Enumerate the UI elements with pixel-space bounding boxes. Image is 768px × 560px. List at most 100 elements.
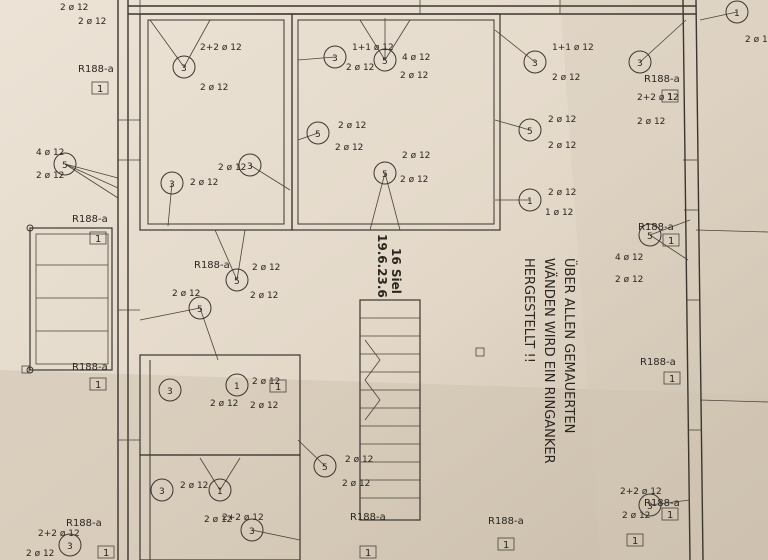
rebar-label: 1+1 ø 12 [352, 43, 394, 53]
rebar-label: 2 ø 12 [78, 17, 106, 27]
rebar-label: 2 ø 12 [338, 121, 366, 131]
label-box [91, 81, 109, 95]
rebar-label: 2+2 ø 12 [200, 43, 242, 53]
rebar-label: 2 ø 12 [402, 151, 430, 161]
rebar-label: 2 ø 12 [552, 73, 580, 83]
label-box [269, 379, 287, 393]
stamp-line-2: 19.6.23.6 [375, 234, 389, 298]
circle-number: 3 [247, 162, 253, 172]
rebar-label: 2 ø 12 [180, 481, 208, 491]
label-box [89, 231, 107, 245]
circle-number: 5 [382, 57, 388, 67]
detail-ref: R188-a [644, 498, 680, 509]
circle-number: 1 [234, 382, 240, 392]
rebar-label: 2 ø 12 [210, 399, 238, 409]
note-line-2: WÄNDEN WIRD EIN RINGANKER [541, 258, 557, 464]
label-box [497, 537, 515, 551]
rebar-label: 2 ø 12 [190, 178, 218, 188]
circle-number: 5 [527, 127, 533, 137]
circle-number: 3 [159, 487, 165, 497]
annotation-circle [240, 518, 264, 542]
annotation-circle [638, 493, 662, 517]
rebar-label: 2 ø 12 [622, 511, 650, 521]
staircase [359, 299, 421, 521]
box-number: 1 [95, 380, 101, 391]
rebar-label: 1 ø 12 [545, 208, 573, 218]
rebar-label: 2+2 ø 12 [222, 513, 264, 523]
detail-ref: R188-a [72, 362, 108, 373]
detail-ref: R188-a [640, 357, 676, 368]
rebar-label: 2 ø 12 [548, 115, 576, 125]
rebar-label: 2 ø 12 [342, 479, 370, 489]
circle-number: 1 [734, 9, 740, 19]
annotation-circles: 3 5 3 3 3 1 5 5 5 3 3 1 5 5 5 5 3 1 5 [53, 0, 749, 557]
circle-number: 3 [181, 64, 187, 74]
rebar-labels: 2 ø 12 2 ø 12 2+2 ø 12 2 ø 12 4 ø 12 2 ø… [26, 3, 768, 559]
circle-number: 3 [169, 180, 175, 190]
ring-beam-note: ÜBER ALLEN GEMAUERTEN WÄNDEN WIRD EIN RI… [521, 258, 578, 464]
rebar-label: 2 ø 12 [637, 117, 665, 127]
annotation-circle [208, 478, 232, 502]
box-number: 1 [667, 510, 673, 521]
circle-number: 1 [527, 197, 533, 207]
rebar-label: 2 ø 12 [36, 171, 64, 181]
annotation-circle [323, 45, 347, 69]
annotation-circle [518, 188, 542, 212]
label-box [626, 533, 644, 547]
detail-ref: R188-a [350, 512, 386, 523]
detail-ref: R188-a [644, 74, 680, 85]
box-number: 1 [632, 536, 638, 547]
annotation-circle [638, 223, 662, 247]
fold-shadow [0, 370, 768, 560]
detail-references: R188-a 1 R188-a 1 R188-a 1 R188-a 1 R188… [66, 64, 681, 559]
rebar-label: 2 ø 12 [548, 188, 576, 198]
annotation-circle [58, 533, 82, 557]
annotation-circle [518, 118, 542, 142]
label-box [97, 545, 115, 559]
rebar-label: 2 ø 12 [26, 549, 54, 559]
annotation-circle [225, 373, 249, 397]
rebar-label: 4 ø 12 [36, 148, 64, 158]
annotation-circle [150, 478, 174, 502]
interior-walls [118, 0, 768, 560]
rebar-label: 2 ø 12 [400, 71, 428, 81]
annotation-circle [158, 378, 182, 402]
rebar-label: 2 ø 12 [252, 263, 280, 273]
detail-ref: R188-a [72, 214, 108, 225]
rebar-label: 2 ø 12 [204, 515, 232, 525]
circle-number: 5 [62, 161, 68, 171]
detail-ref: R188-a [638, 222, 674, 233]
circle-number: 3 [647, 502, 653, 512]
rebar-label: 4 ø 12 [615, 253, 643, 263]
detail-ref: R188-a [488, 516, 524, 527]
annotation-circle [53, 152, 77, 176]
circle-number: 5 [234, 277, 240, 287]
box-number: 1 [669, 374, 675, 385]
annotation-circle [160, 171, 184, 195]
rebar-label: 2 ø 12 [218, 163, 246, 173]
circle-number: 5 [647, 232, 653, 242]
box-number: 1 [97, 84, 103, 95]
note-line-3: HERGESTELLT !! [521, 258, 536, 363]
detail-ref: R188-a [66, 518, 102, 529]
annotation-circle [523, 50, 547, 74]
box-number: 1 [503, 540, 509, 551]
annotation-circle [628, 50, 652, 74]
annotation-circle [188, 296, 212, 320]
rebar-label: 2 ø 12 [400, 175, 428, 185]
box-number: 1 [103, 548, 109, 559]
circle-number: 3 [67, 542, 73, 552]
detail-ref: R188-a [194, 260, 230, 271]
annotation-circle [313, 454, 337, 478]
rebar-label: 2 ø 12 [200, 83, 228, 93]
label-box [661, 507, 679, 521]
box-number: 1 [95, 234, 101, 245]
circle-number: 5 [382, 170, 388, 180]
rebar-label: 2 ø 12 [250, 291, 278, 301]
rebar-label: 2+2 ø 12 [637, 93, 679, 103]
rebar-label: 2+2 ø 12 [38, 529, 80, 539]
circle-number: 5 [322, 463, 328, 473]
rebar-label: 4 ø 12 [402, 53, 430, 63]
box-number: 1 [667, 92, 673, 103]
